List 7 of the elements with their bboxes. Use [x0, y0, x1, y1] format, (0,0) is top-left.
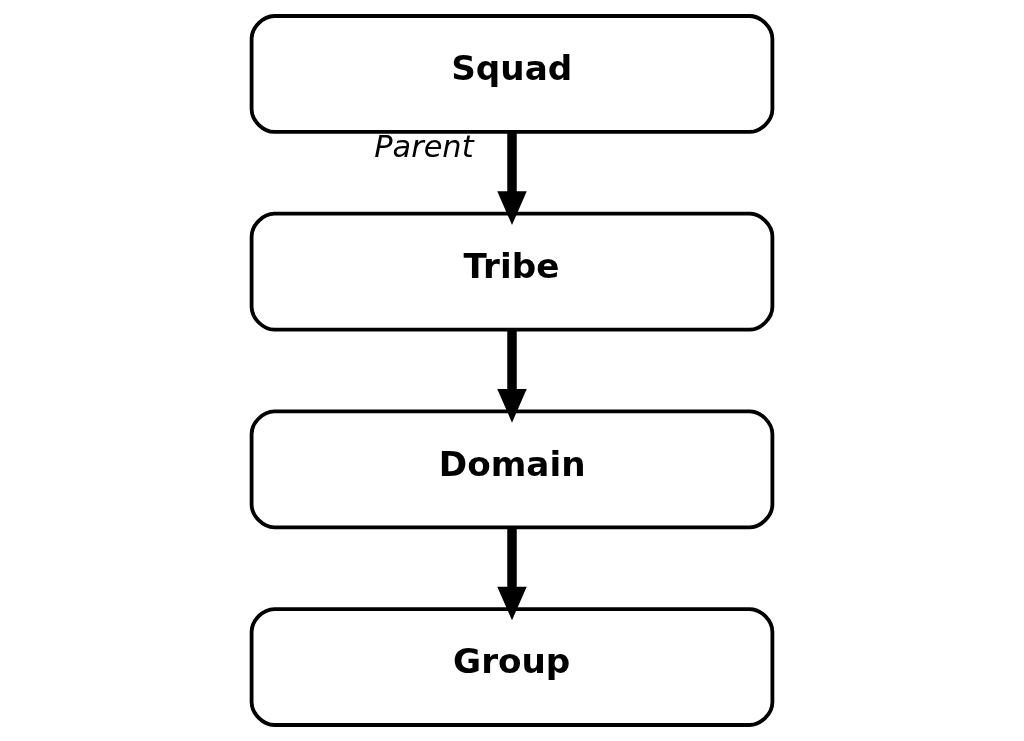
arrow	[497, 329, 527, 423]
node-box: Group	[249, 607, 775, 727]
node-box: Domain	[249, 409, 775, 530]
node-box: Squad	[249, 14, 775, 134]
node-box: Tribe	[249, 211, 775, 332]
arrow	[497, 131, 527, 225]
arrow	[497, 527, 527, 621]
